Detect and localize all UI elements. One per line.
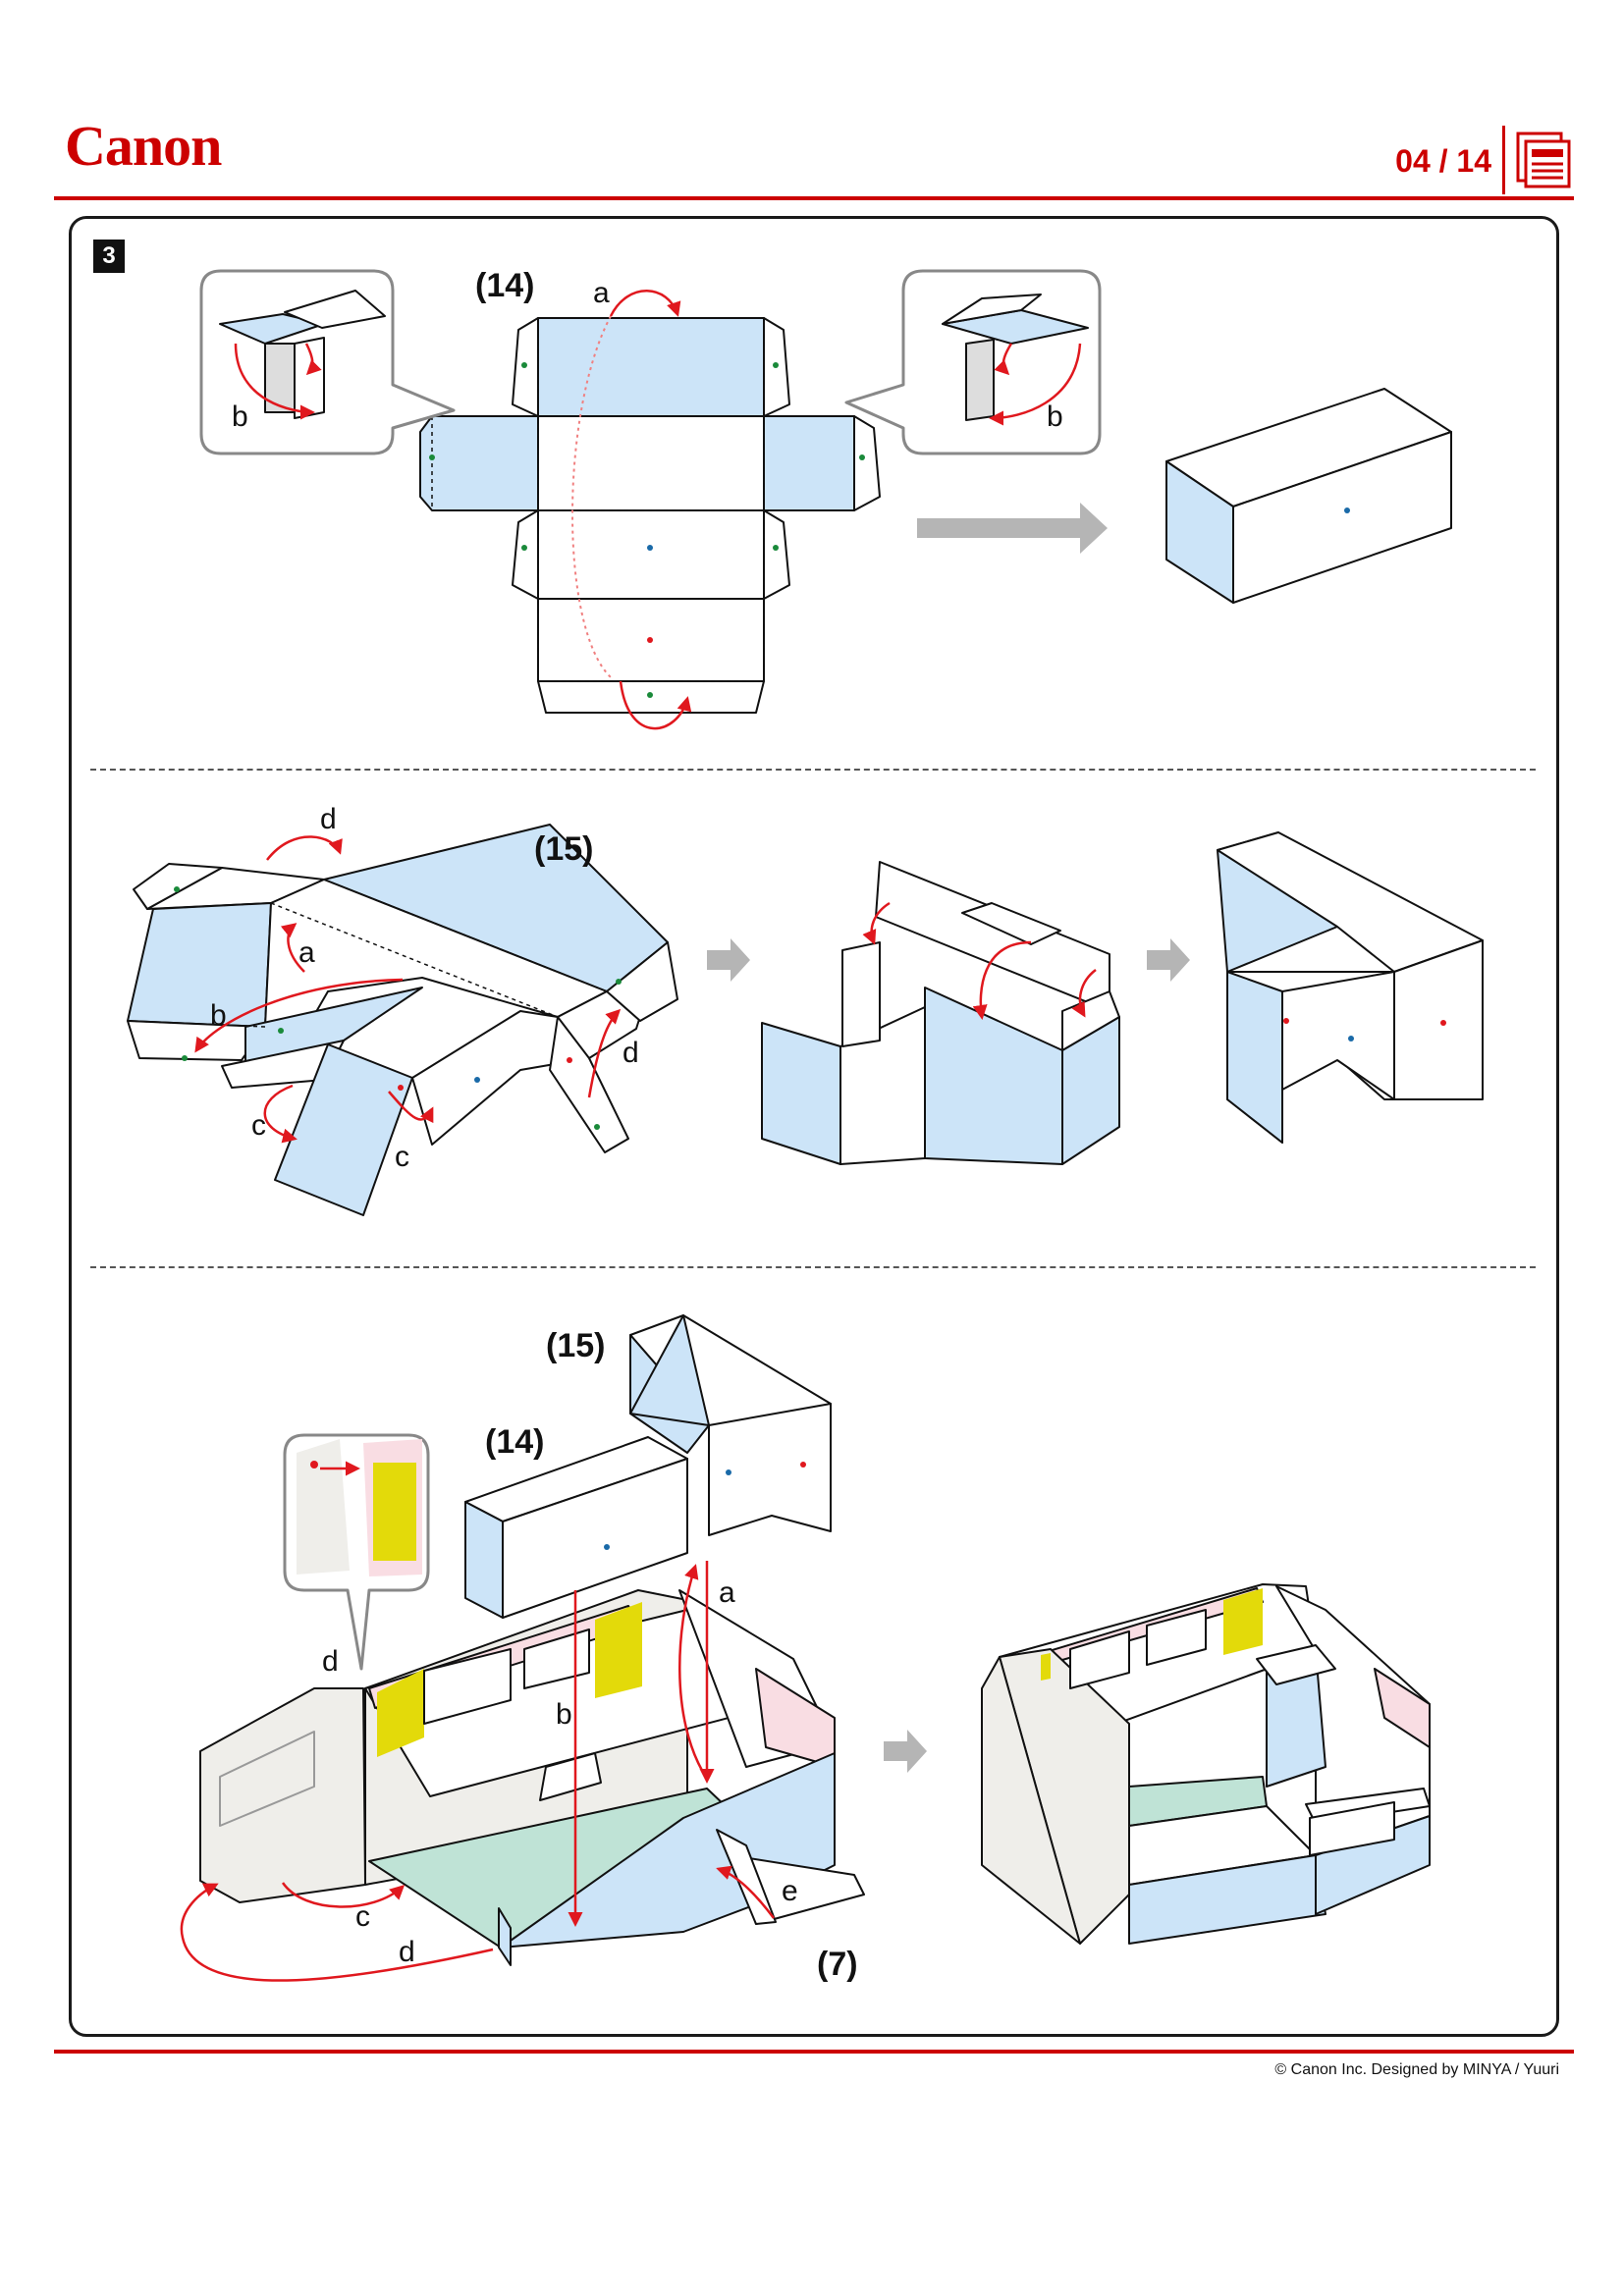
- step-number-badge: 3: [93, 240, 125, 273]
- page-indicator: 04 / 14: [1395, 143, 1491, 179]
- part-15-folding: [761, 861, 1120, 1165]
- detail-callout-right: [844, 269, 1102, 455]
- fold-label-e: e: [782, 1875, 798, 1907]
- fold-label-a-s3: a: [719, 1576, 735, 1609]
- instruction-panel: [69, 216, 1559, 2037]
- section-divider-2: [90, 1266, 1536, 1268]
- fold-label-d-right: d: [623, 1037, 639, 1069]
- vehicle-body-open: [199, 1589, 865, 1966]
- fold-label-c-right: c: [395, 1141, 409, 1173]
- next-step-arrow-1: [917, 503, 1108, 554]
- part-14-assembled: [1165, 388, 1452, 604]
- part-14-inserted: [464, 1436, 688, 1619]
- part-15-net: [127, 824, 678, 1216]
- fold-label-b-right: b: [1047, 400, 1063, 433]
- detail-callout-left: [199, 269, 456, 455]
- fold-label-b-s3: b: [556, 1698, 572, 1731]
- detail-callout-section3: [283, 1433, 430, 1671]
- canon-logo: Canon: [65, 114, 222, 178]
- part-label-14-net: (14): [475, 267, 535, 304]
- fold-label-c-left: c: [251, 1109, 266, 1142]
- fold-label-b-s2: b: [210, 999, 227, 1032]
- part-label-15-net: (15): [534, 830, 594, 868]
- header-separator: [1502, 126, 1505, 194]
- document-icon[interactable]: [1514, 130, 1573, 190]
- part-15-assembled: [1217, 831, 1484, 1144]
- part-label-14-final: (14): [485, 1423, 545, 1461]
- section-divider-1: [90, 769, 1536, 771]
- next-step-arrow-3: [1147, 938, 1190, 982]
- fold-label-d-s3-top: d: [322, 1645, 339, 1678]
- part-15-inserted: [629, 1314, 832, 1536]
- fold-label-d-top: d: [320, 803, 337, 835]
- vehicle-completed: [981, 1583, 1431, 1945]
- footer-rule: [54, 2050, 1574, 2054]
- part-14-net: [419, 317, 881, 714]
- fold-label-d-s3-bottom: d: [399, 1936, 415, 1968]
- part-label-7-final: (7): [817, 1946, 858, 1983]
- fold-label-b-left: b: [232, 400, 248, 433]
- next-step-arrow-2: [707, 938, 750, 982]
- next-step-arrow-4: [884, 1730, 927, 1773]
- header-rule: [54, 196, 1574, 200]
- fold-label-c-s3: c: [355, 1900, 370, 1933]
- fold-label-a: a: [593, 277, 610, 309]
- copyright-text: © Canon Inc. Designed by MINYA / Yuuri: [1274, 2061, 1559, 2078]
- fold-label-a-s2: a: [298, 936, 315, 969]
- part-label-15-final: (15): [546, 1327, 606, 1364]
